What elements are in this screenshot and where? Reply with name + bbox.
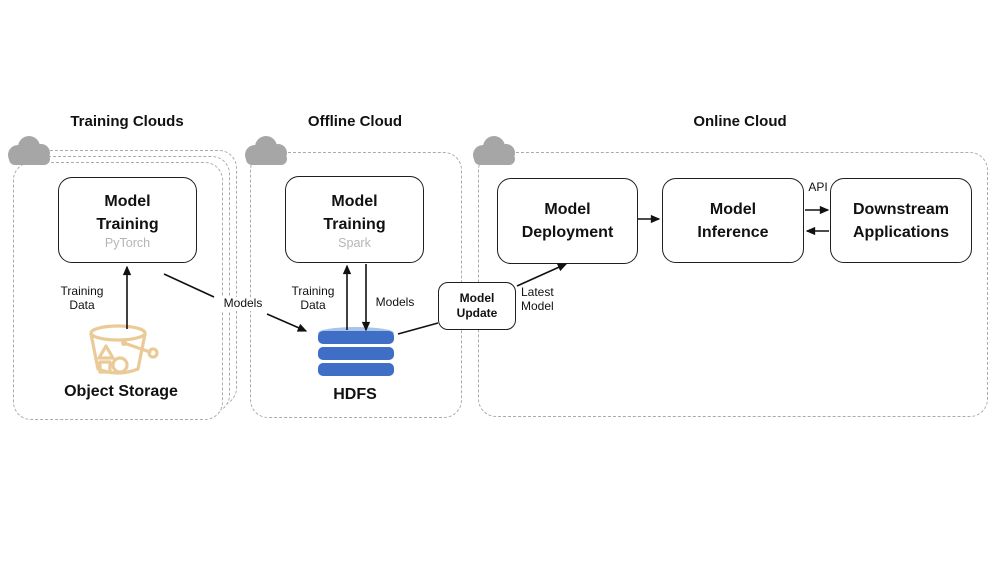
node-title-line: Model <box>709 200 757 218</box>
object-storage-label: Object Storage <box>64 383 178 400</box>
node-model-inference: Model Inference <box>662 178 804 263</box>
node-model-update: Model Update <box>438 282 516 330</box>
offline-cloud-title: Offline Cloud <box>307 113 403 130</box>
node-model-training-pytorch: Model Training PyTorch <box>58 177 197 263</box>
node-title-line: Model <box>331 192 378 210</box>
node-subtitle: PyTorch <box>104 236 151 250</box>
edge-label-api: API <box>808 180 828 194</box>
hdfs-database-icon <box>318 327 394 376</box>
edge-label-latest-model: Latest Model <box>521 285 554 313</box>
node-title-line: Applications <box>852 223 949 241</box>
node-title-line: Model <box>459 291 495 305</box>
node-title-line: Training <box>96 216 159 233</box>
edge-label-training-data-offline: Training Data <box>291 284 335 312</box>
node-subtitle: Spark <box>338 235 371 250</box>
cloud-icon <box>8 136 50 165</box>
edge-label-models-cross-cloud: Models <box>216 296 270 311</box>
edge-label-training-data: Training Data <box>60 284 104 312</box>
node-title-line: Inference <box>697 223 769 241</box>
node-title-line: Training <box>323 215 386 233</box>
node-title-line: Update <box>456 306 498 320</box>
node-title-line: Model <box>544 201 591 218</box>
training-clouds-title: Training Clouds <box>70 113 184 130</box>
node-downstream-applications: Downstream Applications <box>830 178 972 263</box>
hdfs-label: HDFS <box>333 386 377 403</box>
online-cloud-title: Online Cloud <box>693 113 787 130</box>
edge-label-models-offline: Models <box>375 295 415 309</box>
object-storage-bucket-icon <box>89 324 159 375</box>
cloud-icon <box>473 136 515 165</box>
node-title-line: Model <box>104 193 151 210</box>
node-title-line: Downstream <box>852 200 950 218</box>
node-model-deployment: Model Deployment <box>497 178 638 264</box>
node-title-line: Deployment <box>521 224 614 241</box>
node-model-training-spark: Model Training Spark <box>285 176 424 263</box>
cloud-icon <box>245 136 287 165</box>
